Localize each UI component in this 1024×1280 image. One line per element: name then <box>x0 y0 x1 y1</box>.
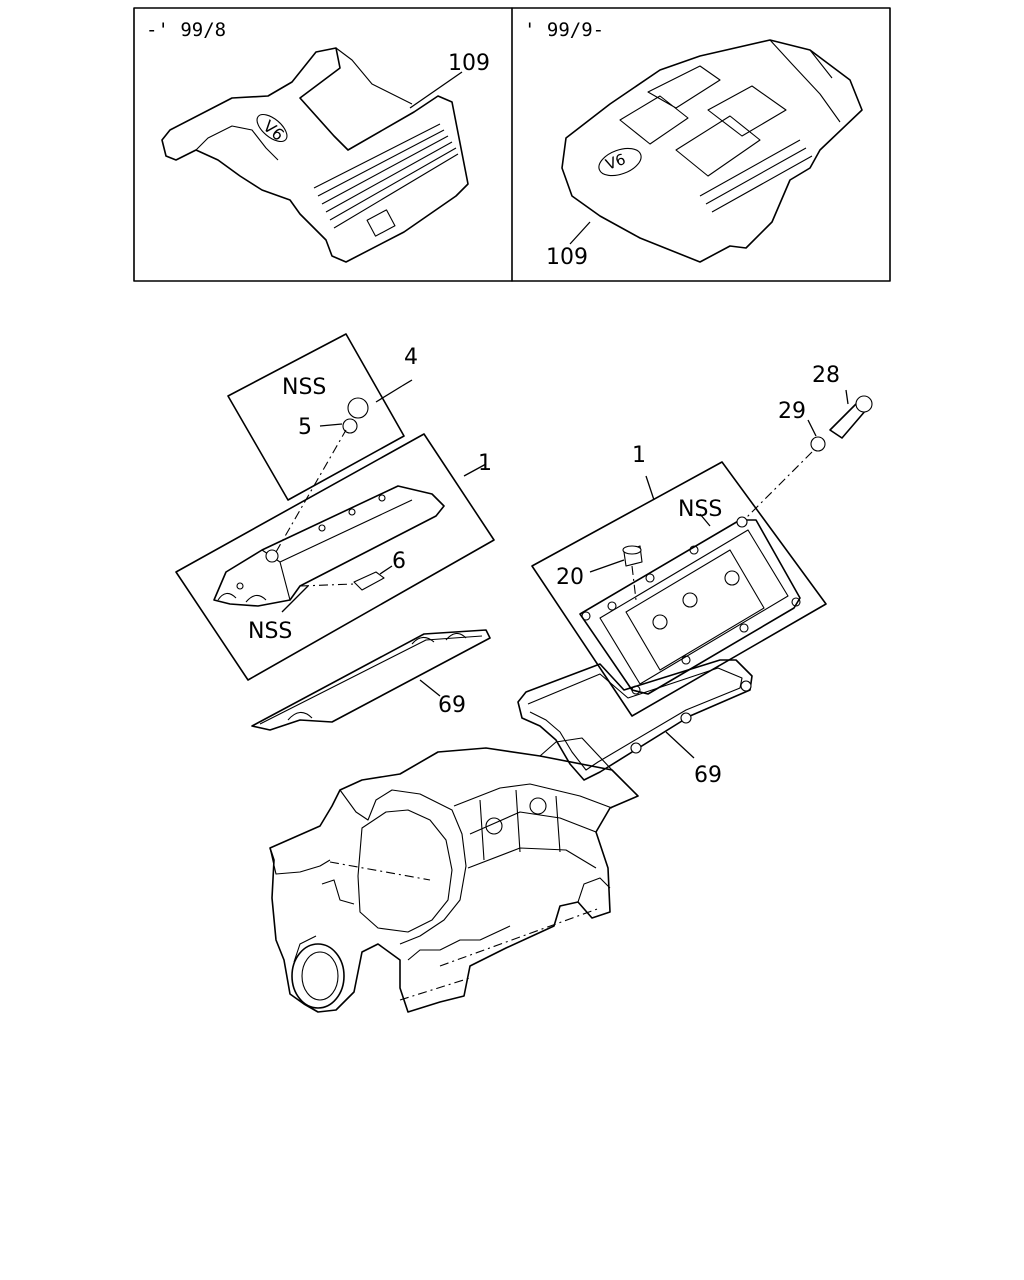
callout-part-1-right: 1 <box>632 443 646 468</box>
callout-part-1-left: 1 <box>478 451 492 476</box>
seal-ring-icon <box>342 418 358 434</box>
head-cover-left <box>213 485 445 607</box>
head-cover-left-box <box>175 429 495 681</box>
washer-29 <box>810 436 826 452</box>
callout-part-4: 4 <box>404 345 418 370</box>
bolt-28 <box>829 395 873 439</box>
oil-cap-icon <box>347 397 369 419</box>
head-cover-right-box <box>531 461 827 717</box>
pcv-valve-icon <box>353 571 385 591</box>
gasket-right <box>517 659 753 781</box>
callout-nss-left-top: NSS <box>282 375 326 400</box>
engine-cover-old: V6 <box>161 47 469 263</box>
callout-part-20: 20 <box>556 565 584 590</box>
callout-part-69-left: 69 <box>438 693 466 718</box>
emblem-new: V6 <box>603 150 628 174</box>
callout-part-69-right: 69 <box>694 763 722 788</box>
top-panels-frame <box>133 7 891 282</box>
panel-left-range-label: -' 99/8 <box>146 19 226 41</box>
engine-cover-new-panel: ' 99/9- V6 109 <box>524 19 863 270</box>
callout-part-29: 29 <box>778 399 806 424</box>
oil-cap-box <box>227 333 405 501</box>
gasket-left <box>251 629 491 731</box>
panel-left-part-label: 109 <box>448 51 490 76</box>
callout-part-28: 28 <box>812 363 840 388</box>
engine-cover-old-panel: -' 99/8 V6 109 <box>146 19 490 263</box>
panel-right-range-label: ' 99/9- <box>524 19 604 41</box>
callout-nss-right: NSS <box>678 497 722 522</box>
engine-block <box>269 737 639 1013</box>
callout-part-6: 6 <box>392 549 406 574</box>
engine-cover-new: V6 <box>561 39 863 263</box>
head-cover-right <box>579 516 801 695</box>
panel-right-part-label: 109 <box>546 245 588 270</box>
callout-part-5: 5 <box>298 415 312 440</box>
callout-nss-left-bottom: NSS <box>248 619 292 644</box>
